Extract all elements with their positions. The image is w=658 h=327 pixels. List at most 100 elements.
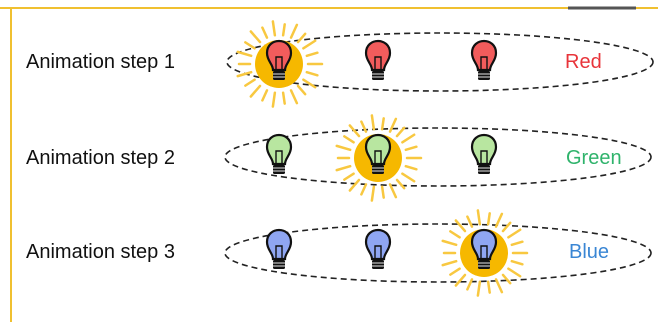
glow-ray	[401, 133, 416, 144]
glow-ray	[494, 278, 504, 294]
step-2-color-label: Green	[566, 147, 622, 169]
bulb-base	[372, 71, 384, 80]
step-1-group	[226, 20, 654, 108]
bulb-icon	[470, 133, 498, 174]
bulb-icon	[364, 228, 392, 269]
glow-ray	[261, 89, 269, 102]
step-3-group	[224, 209, 652, 297]
glow-ray	[395, 126, 406, 138]
glow-ray	[281, 91, 286, 105]
glow-ray	[271, 20, 277, 37]
bulb-base	[372, 260, 384, 269]
glow-rays	[236, 20, 324, 108]
bulb-filament	[374, 56, 382, 69]
bulb-glass	[364, 133, 392, 166]
glow-ray	[486, 212, 491, 226]
step-2-label: Animation step 2	[26, 147, 175, 169]
glow-ray	[289, 89, 299, 105]
glow-ray	[302, 78, 317, 89]
bulb-glass	[265, 228, 293, 261]
bulb-glass	[364, 39, 392, 72]
glow-ray	[261, 26, 269, 39]
glow-ray	[510, 240, 524, 247]
step-2-group	[224, 114, 652, 202]
bulb-filament	[480, 245, 488, 258]
glow-ray	[296, 32, 307, 44]
glow-ray	[501, 273, 512, 285]
glow-ray	[236, 70, 253, 78]
step-2-dashed-loop	[224, 127, 652, 187]
glow-ray	[348, 124, 361, 138]
glow-ray	[507, 228, 522, 239]
glow-ray	[296, 84, 307, 96]
glow-ray	[360, 120, 368, 133]
glow-ray	[305, 51, 319, 58]
bulb-filament	[480, 56, 488, 69]
bulb-icon	[265, 228, 293, 269]
glow-ray	[510, 259, 524, 266]
lit-bulb-icon	[441, 209, 529, 297]
bulb-glass	[470, 133, 498, 166]
step-3-color-label: Blue	[569, 241, 610, 263]
glow-rays	[441, 209, 529, 297]
bulb-base	[478, 165, 490, 174]
glow-ray	[249, 84, 262, 98]
glow-ray	[348, 178, 361, 192]
glow-ray	[441, 259, 458, 267]
bulb-glass	[265, 39, 293, 72]
step-1-color-label: Red	[565, 51, 602, 73]
glow-ray	[271, 91, 277, 108]
bulb-filament	[374, 245, 382, 258]
lit-bulb-icon	[236, 20, 324, 108]
glow-ray	[236, 50, 253, 58]
bulb-base	[273, 71, 285, 80]
glow-ray	[449, 267, 461, 276]
glow-ray	[449, 230, 461, 239]
glow-ray	[401, 172, 416, 183]
glow-ray	[335, 144, 352, 152]
glow-ray	[476, 209, 482, 226]
glow-ray	[302, 39, 317, 50]
bulb-glass	[364, 228, 392, 261]
bulb-base	[273, 165, 285, 174]
bulb-icon	[364, 39, 392, 80]
glow-ray	[343, 135, 355, 144]
glow-ray	[454, 219, 467, 233]
glow-ray	[244, 78, 256, 87]
glow-ray	[360, 183, 368, 196]
bulb-base	[372, 165, 384, 174]
bulb-glass	[470, 39, 498, 72]
bulb-icon	[470, 39, 498, 80]
glow-ray	[441, 239, 458, 247]
glow-ray	[305, 70, 319, 77]
step-3-dashed-loop	[224, 223, 652, 283]
glow-ray	[454, 273, 467, 287]
bulb-filament	[275, 56, 283, 69]
bulb-icon	[265, 133, 293, 174]
glow-ray	[388, 183, 398, 199]
glow-ray	[486, 280, 491, 294]
glow-ray	[466, 278, 474, 291]
bulb-glass	[470, 228, 498, 261]
glow-ray	[404, 145, 418, 152]
glow-ray	[388, 117, 398, 133]
glow-ray	[404, 164, 418, 171]
bulb-filament	[275, 245, 283, 258]
glow-ray	[289, 23, 299, 39]
glow-ray	[395, 178, 406, 190]
glow-ray	[494, 212, 504, 228]
glow-ray	[370, 185, 376, 202]
glow-ray	[380, 185, 385, 199]
step-1-dashed-loop	[226, 32, 654, 92]
glow-ray	[476, 280, 482, 297]
glow-ray	[335, 164, 352, 172]
glow-ray	[244, 41, 256, 50]
glow-rays	[335, 114, 423, 202]
glow-ray	[466, 215, 474, 228]
glow-ray	[507, 267, 522, 278]
lit-bulb-icon	[335, 114, 423, 202]
glow-ray	[370, 114, 376, 131]
bulb-base	[273, 260, 285, 269]
